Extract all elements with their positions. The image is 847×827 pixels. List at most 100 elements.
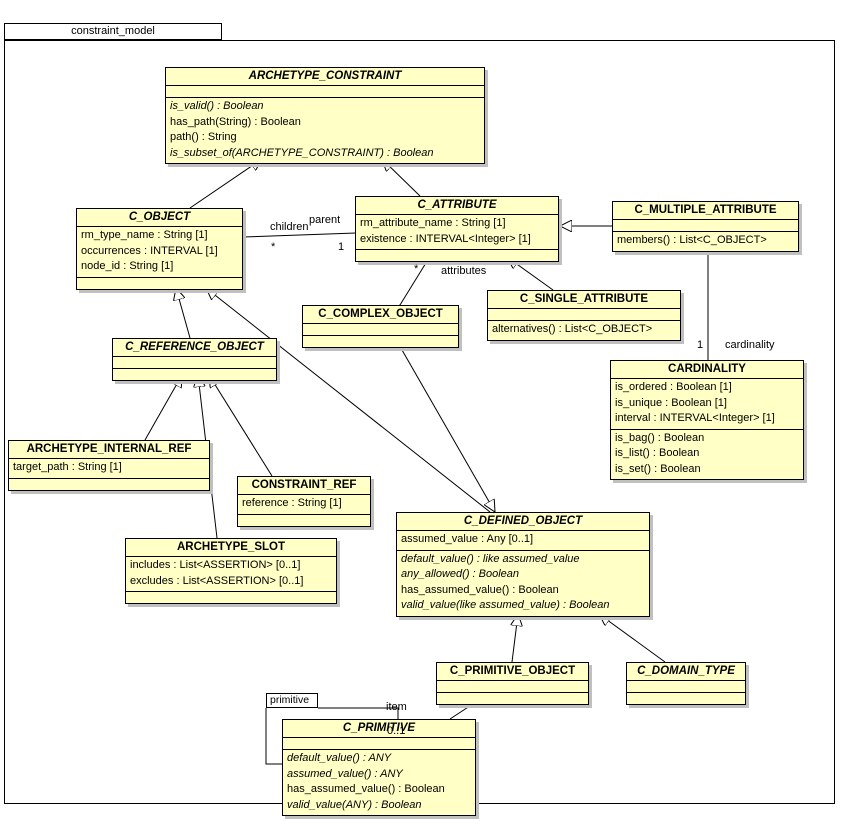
attribute-row: rm_attribute_name : String [1] (360, 217, 506, 229)
attributes-section: rm_type_name : String [1] occurrences : … (77, 227, 242, 278)
operations-section (238, 515, 370, 526)
gen-internalref-creferenceobject (144, 375, 182, 441)
class-c-domain-type[interactable]: C_DOMAIN_TYPE (626, 662, 746, 705)
class-title: C_COMPLEX_OBJECT (303, 306, 458, 324)
operations-section (356, 250, 558, 261)
attributes-section: reference : String [1] (238, 495, 370, 515)
attributes-section (627, 681, 745, 693)
class-c-object[interactable]: C_OBJECT rm_type_name : String [1] occur… (76, 208, 243, 290)
attribute-row: existence : INTERVAL<Integer> [1] (360, 232, 531, 245)
gen-creferenceobject-cobject (176, 288, 191, 339)
role-label-parent: parent (309, 214, 341, 226)
attribute-row: is_unique : Boolean [1] (615, 396, 727, 409)
primitive-package-frame-top (318, 707, 399, 719)
operation-row: has_path(String) : Boolean (170, 115, 301, 128)
attribute-row: assumed_value : Any [0..1] (401, 533, 534, 545)
class-archetype-slot[interactable]: ARCHETYPE_SLOT includes : List<ASSERTION… (125, 538, 337, 604)
gen-constraintref-creferenceobject (209, 375, 273, 477)
attribute-row: occurrences : INTERVAL [1] (81, 244, 218, 257)
gen-cdomaintype-cdefinedobject (599, 614, 666, 663)
class-archetype-internal-ref[interactable]: ARCHETYPE_INTERNAL_REF target_path : Str… (8, 440, 210, 491)
multiplicity-item: 0..1 (387, 725, 406, 737)
operation-row: has_assumed_value() : Boolean (287, 783, 445, 795)
operations-section: default_value() : ANY assumed_value() : … (283, 750, 475, 815)
operations-section: default_value() : like assumed_value any… (397, 551, 649, 616)
package-tab: constraint_model (4, 23, 222, 40)
operations-section (627, 693, 745, 704)
operation-row: is_subset_of(ARCHETYPE_CONSTRAINT) : Boo… (170, 146, 434, 159)
attribute-row: includes : List<ASSERTION> [0..1] (130, 559, 301, 571)
class-c-complex-object[interactable]: C_COMPLEX_OBJECT (302, 305, 459, 348)
class-constraint-ref[interactable]: CONSTRAINT_REF reference : String [1] (237, 476, 371, 527)
gen-cdefinedobject-cobject (206, 288, 491, 513)
class-title: C_ATTRIBUTE (356, 197, 558, 215)
operations-section: alternatives() : List<C_OBJECT> (488, 321, 680, 340)
class-c-primitive-object[interactable]: C_PRIMITIVE_OBJECT (436, 662, 589, 705)
attributes-section (166, 86, 484, 98)
attributes-section: includes : List<ASSERTION> [0..1] exclud… (126, 557, 336, 592)
role-label-item: item (386, 701, 407, 713)
attributes-section (283, 738, 475, 750)
operation-row: path() : String (170, 131, 237, 143)
attribute-row: reference : String [1] (242, 497, 342, 509)
class-c-single-attribute[interactable]: C_SINGLE_ATTRIBUTE alternatives() : List… (487, 290, 681, 341)
class-c-multiple-attribute[interactable]: C_MULTIPLE_ATTRIBUTE members() : List<C_… (612, 201, 799, 252)
operation-row: default_value() : ANY (287, 752, 392, 764)
gen-cobject-archetypeconstraint (189, 159, 262, 209)
attributes-section: rm_attribute_name : String [1] existence… (356, 215, 558, 250)
operations-section (9, 479, 209, 490)
attribute-row: target_path : String [1] (13, 461, 122, 473)
attribute-row: rm_type_name : String [1] (81, 229, 208, 241)
operation-row: assumed_value() : ANY (287, 767, 403, 780)
gen-ccomplexobject-cdefinedobject (397, 342, 495, 512)
attributes-section (113, 357, 276, 369)
operation-row: members() : List<C_OBJECT> (617, 234, 767, 246)
role-label-attributes: attributes (441, 265, 487, 277)
class-archetype-constraint[interactable]: ARCHETYPE_CONSTRAINT is_valid() : Boolea… (165, 67, 485, 164)
multiplicity-cardinality: 1 (697, 339, 704, 351)
multiplicity-attributes: * (414, 263, 419, 275)
class-c-attribute[interactable]: C_ATTRIBUTE rm_attribute_name : String [… (355, 196, 559, 262)
class-title: C_SINGLE_ATTRIBUTE (488, 291, 680, 309)
class-c-reference-object[interactable]: C_REFERENCE_OBJECT (112, 338, 277, 381)
attribute-row: excludes : List<ASSERTION> [0..1] (130, 574, 304, 587)
operation-row: is_valid() : Boolean (170, 100, 264, 112)
class-title: ARCHETYPE_SLOT (126, 539, 336, 557)
operations-section (77, 278, 242, 289)
multiplicity-parent: 1 (338, 241, 345, 253)
attributes-section (488, 309, 680, 321)
class-title: CONSTRAINT_REF (238, 477, 370, 495)
class-title: C_MULTIPLE_ATTRIBUTE (613, 202, 798, 220)
operations-section: is_valid() : Boolean has_path(String) : … (166, 98, 484, 163)
operations-section: members() : List<C_OBJECT> (613, 232, 798, 251)
class-c-defined-object[interactable]: C_DEFINED_OBJECT assumed_value : Any [0.… (396, 512, 650, 617)
attributes-section: assumed_value : Any [0..1] (397, 531, 649, 551)
operation-row: valid_value(ANY) : Boolean (287, 798, 422, 811)
class-title: C_PRIMITIVE (283, 720, 475, 738)
primitive-package-tab: primitive (266, 693, 318, 708)
attributes-section (437, 681, 588, 693)
class-cardinality[interactable]: CARDINALITY is_ordered : Boolean [1] is_… (610, 360, 804, 480)
attributes-section: is_ordered : Boolean [1] is_unique : Boo… (611, 379, 803, 430)
attributes-section: target_path : String [1] (9, 459, 209, 479)
operations-section (113, 369, 276, 380)
role-label-children: children (270, 221, 309, 233)
class-title: C_DEFINED_OBJECT (397, 513, 649, 531)
class-title: CARDINALITY (611, 361, 803, 379)
class-title: C_REFERENCE_OBJECT (113, 339, 276, 357)
operations-section (437, 693, 588, 704)
comp-ccomplexobject-attributes (392, 257, 430, 316)
operation-row: has_assumed_value() : Boolean (401, 583, 559, 596)
class-c-primitive[interactable]: C_PRIMITIVE default_value() : ANY assume… (282, 719, 476, 816)
comp-cattribute-children (242, 228, 369, 238)
attributes-section (613, 220, 798, 232)
operation-row: default_value() : like assumed_value (401, 552, 580, 565)
gen-csingleattribute-cattribute (507, 257, 554, 291)
class-title: C_OBJECT (77, 209, 242, 227)
primitive-package-frame (265, 708, 282, 765)
operations-section (303, 336, 458, 347)
role-label-cardinality: cardinality (725, 339, 775, 351)
operations-section (126, 592, 336, 603)
